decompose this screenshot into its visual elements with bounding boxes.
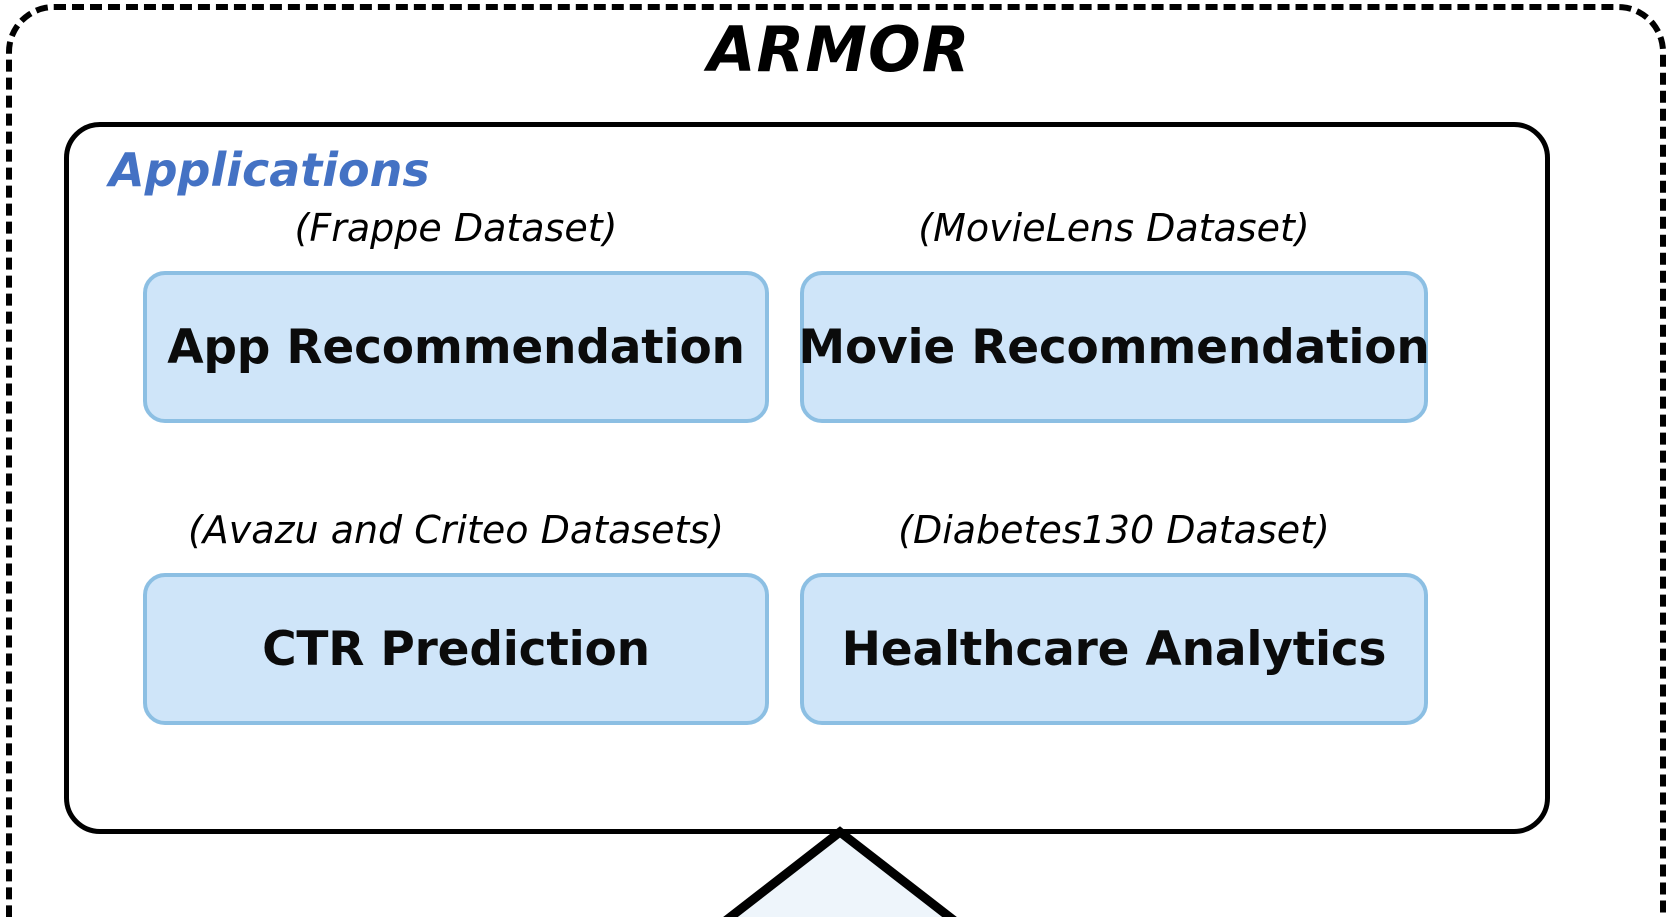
framework-outer-boundary <box>6 4 1666 917</box>
framework-title: ARMOR <box>707 13 971 86</box>
dataset-caption-frappe: (Frappe Dataset) <box>294 206 618 250</box>
application-box-app-recommendation[interactable]: App Recommendation <box>143 271 769 423</box>
application-label-movie-recommendation: Movie Recommendation <box>798 319 1430 375</box>
dataset-caption-diabetes130: (Diabetes130 Dataset) <box>898 508 1330 552</box>
up-arrow-icon <box>702 826 978 917</box>
application-box-ctr-prediction[interactable]: CTR Prediction <box>143 573 769 725</box>
application-label-app-recommendation: App Recommendation <box>167 319 745 375</box>
application-label-healthcare-analytics: Healthcare Analytics <box>841 621 1387 677</box>
application-box-healthcare-analytics[interactable]: Healthcare Analytics <box>800 573 1428 725</box>
dataset-caption-movielens: (MovieLens Dataset) <box>918 206 1310 250</box>
application-label-ctr-prediction: CTR Prediction <box>262 621 650 677</box>
application-box-movie-recommendation[interactable]: Movie Recommendation <box>798 271 1430 423</box>
applications-grid: (Frappe Dataset) App Recommendation (Mov… <box>69 127 1545 829</box>
applications-layer-label: Applications <box>109 143 430 197</box>
applications-layer-panel: Applications (Frappe Dataset) App Recomm… <box>64 122 1550 834</box>
dataset-caption-avazu-criteo: (Avazu and Criteo Datasets) <box>187 508 725 552</box>
